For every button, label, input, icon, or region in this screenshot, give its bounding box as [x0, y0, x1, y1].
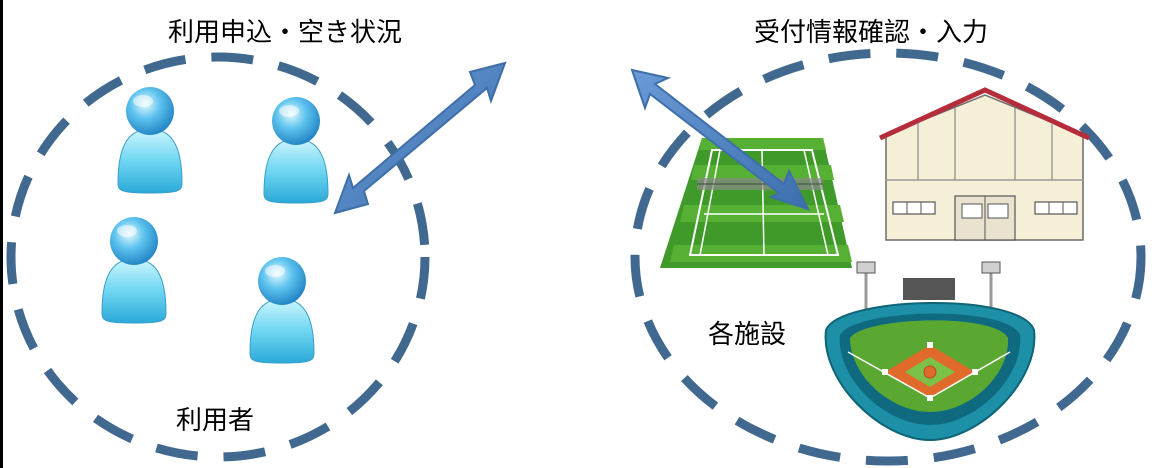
gymnasium-icon: [878, 87, 1091, 241]
reception-info-label: 受付情報確認・入力: [754, 18, 989, 48]
user-icon: [249, 256, 315, 364]
left-border: [0, 0, 3, 468]
facilities-group-circle: [630, 48, 1146, 466]
user-icon: [101, 216, 167, 324]
double-arrow-left: [333, 61, 507, 215]
tennis-court-icon: [660, 138, 852, 268]
request-availability-label: 利用申込・空き状況: [168, 18, 403, 48]
user-icon: [263, 96, 329, 204]
users-label: 利用者: [176, 406, 255, 436]
user-icon: [117, 86, 183, 194]
baseball-stadium-icon: [824, 261, 1036, 442]
facilities-label: 各施設: [708, 320, 787, 350]
users-group-circle: [6, 52, 430, 462]
double-arrow-right: [630, 68, 810, 211]
